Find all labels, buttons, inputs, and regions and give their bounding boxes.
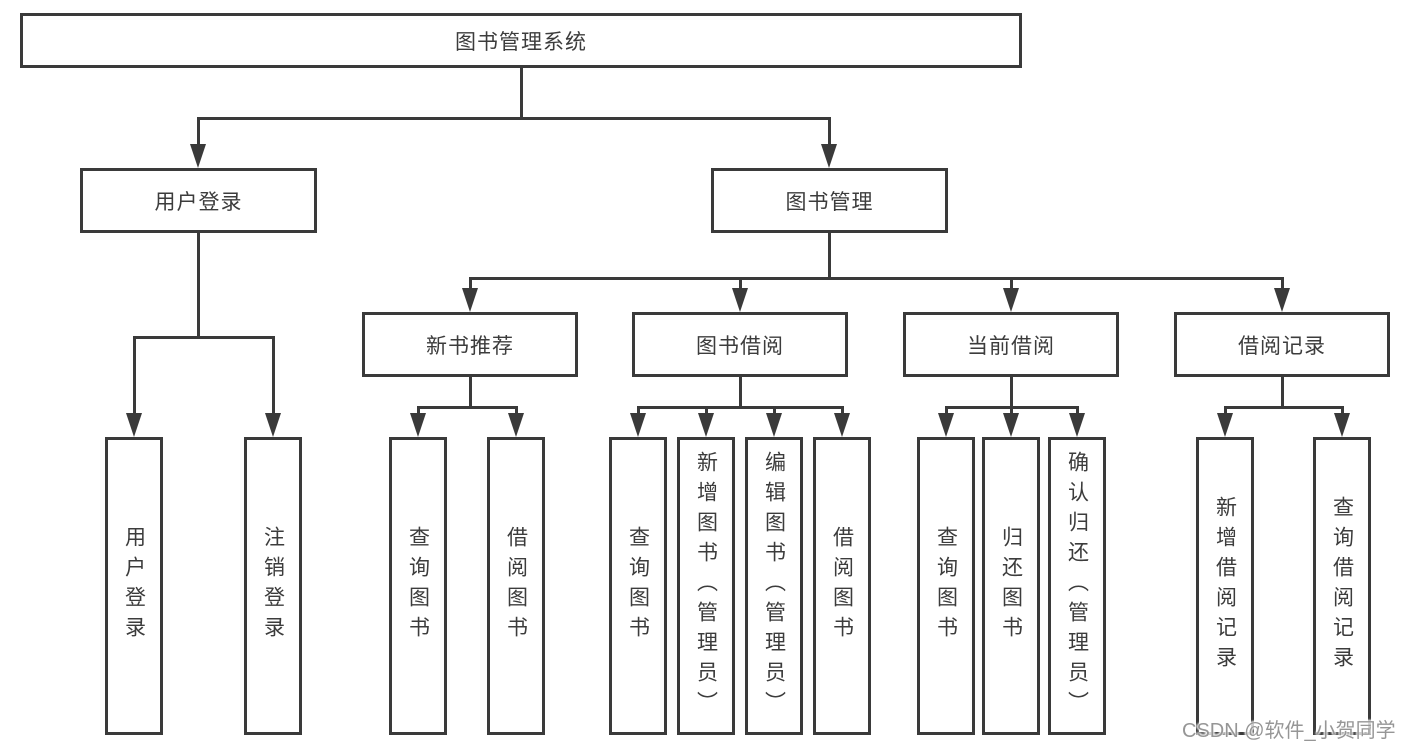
node-current-borrow-label: 当前借阅 <box>967 334 1055 358</box>
node-book-management: 图书管理 <box>711 168 948 233</box>
connector-root-hline <box>197 117 831 120</box>
arrowhead-query-books-recommend-icon <box>410 413 426 437</box>
leaf-add-book-admin-label: 新增图书（管理员） <box>694 451 718 721</box>
connector-root-vline <box>520 68 523 120</box>
connector-bookmgmt-stem-2 <box>739 277 742 291</box>
connector-current-stem-1 <box>945 406 948 416</box>
arrowhead-borrow-books-2-icon <box>834 413 850 437</box>
arrowhead-add-borrow-record-icon <box>1217 413 1233 437</box>
arrowhead-return-book-icon <box>1003 413 1019 437</box>
connector-records-stem-2 <box>1341 406 1344 416</box>
leaf-confirm-return-admin-label: 确认归还（管理员） <box>1065 451 1089 721</box>
connector-bookmgmt-stem-3 <box>1010 277 1013 291</box>
leaf-query-books-borrow-label: 查询图书 <box>626 526 650 646</box>
connector-borrow-vline <box>739 377 742 409</box>
node-new-book-recommend: 新书推荐 <box>362 312 578 377</box>
arrowhead-book-borrow-icon <box>732 288 748 312</box>
leaf-query-borrow-record: 查询借阅记录 <box>1313 437 1371 735</box>
connector-borrow-stem-2 <box>705 406 708 416</box>
arrowhead-leaf-user-login-icon <box>126 413 142 437</box>
arrowhead-confirm-return-admin-icon <box>1069 413 1085 437</box>
connector-recommend-stem-1 <box>417 406 420 416</box>
connector-recommend-vline <box>469 377 472 409</box>
connector-bookmgmt-vline <box>828 233 831 280</box>
connector-recommend-hline <box>418 406 518 409</box>
node-new-book-recommend-label: 新书推荐 <box>426 334 514 358</box>
arrowhead-current-borrow-icon <box>1003 288 1019 312</box>
node-current-borrow: 当前借阅 <box>903 312 1119 377</box>
leaf-query-books-current-label: 查询图书 <box>934 526 958 646</box>
connector-userlogin-vline <box>197 233 200 339</box>
connector-userlogin-stem-1 <box>133 336 136 415</box>
leaf-logout-label: 注销登录 <box>261 526 285 646</box>
connector-recommend-stem-2 <box>515 406 518 416</box>
leaf-query-books-recommend-label: 查询图书 <box>406 526 430 646</box>
arrowhead-query-borrow-record-icon <box>1334 413 1350 437</box>
connector-root-stem-left <box>197 117 200 147</box>
node-root: 图书管理系统 <box>20 13 1022 68</box>
node-book-borrow: 图书借阅 <box>632 312 848 377</box>
leaf-add-borrow-record: 新增借阅记录 <box>1196 437 1254 735</box>
connector-bookmgmt-stem-4 <box>1281 277 1284 291</box>
connector-records-stem-1 <box>1224 406 1227 416</box>
connector-borrow-stem-4 <box>841 406 844 416</box>
leaf-return-book-label: 归还图书 <box>999 526 1023 646</box>
connector-records-hline <box>1225 406 1344 409</box>
node-user-login-label: 用户登录 <box>154 190 243 214</box>
leaf-user-login: 用户登录 <box>105 437 163 735</box>
leaf-edit-book-admin: 编辑图书（管理员） <box>745 437 803 735</box>
node-book-management-label: 图书管理 <box>785 190 874 214</box>
leaf-borrow-books-recommend-label: 借阅图书 <box>504 526 528 646</box>
connector-bookmgmt-stem-1 <box>469 277 472 291</box>
arrowhead-add-book-admin-icon <box>698 413 714 437</box>
node-root-label: 图书管理系统 <box>455 30 587 54</box>
connector-borrow-stem-3 <box>773 406 776 416</box>
leaf-borrow-books-2-label: 借阅图书 <box>830 526 854 646</box>
leaf-edit-book-admin-label: 编辑图书（管理员） <box>762 451 786 721</box>
connector-borrow-hline <box>638 406 844 409</box>
connector-bookmgmt-hline <box>470 277 1283 280</box>
arrowhead-query-books-borrow-icon <box>630 413 646 437</box>
connector-userlogin-hline <box>134 336 275 339</box>
leaf-add-borrow-record-label: 新增借阅记录 <box>1213 496 1237 676</box>
leaf-confirm-return-admin: 确认归还（管理员） <box>1048 437 1106 735</box>
node-borrow-records: 借阅记录 <box>1174 312 1390 377</box>
connector-userlogin-stem-2 <box>272 336 275 415</box>
node-book-borrow-label: 图书借阅 <box>696 334 784 358</box>
connector-records-vline <box>1281 377 1284 409</box>
node-user-login: 用户登录 <box>80 168 317 233</box>
leaf-add-book-admin: 新增图书（管理员） <box>677 437 735 735</box>
leaf-query-books-current: 查询图书 <box>917 437 975 735</box>
arrowhead-user-login-icon <box>190 144 206 168</box>
leaf-query-books-borrow: 查询图书 <box>609 437 667 735</box>
arrowhead-borrow-books-recommend-icon <box>508 413 524 437</box>
arrowhead-book-management-icon <box>821 144 837 168</box>
leaf-logout: 注销登录 <box>244 437 302 735</box>
leaf-query-borrow-record-label: 查询借阅记录 <box>1330 496 1354 676</box>
connector-current-vline <box>1010 377 1013 409</box>
arrowhead-leaf-logout-icon <box>265 413 281 437</box>
arrowhead-edit-book-admin-icon <box>766 413 782 437</box>
connector-root-stem-right <box>828 117 831 147</box>
leaf-return-book: 归还图书 <box>982 437 1040 735</box>
leaf-user-login-label: 用户登录 <box>122 526 146 646</box>
connector-borrow-stem-1 <box>637 406 640 416</box>
arrowhead-borrow-records-icon <box>1274 288 1290 312</box>
arrowhead-new-book-recommend-icon <box>462 288 478 312</box>
connector-current-stem-3 <box>1076 406 1079 416</box>
arrowhead-query-books-current-icon <box>938 413 954 437</box>
connector-current-stem-2 <box>1010 406 1013 416</box>
node-borrow-records-label: 借阅记录 <box>1238 334 1326 358</box>
leaf-borrow-books-2: 借阅图书 <box>813 437 871 735</box>
leaf-query-books-recommend: 查询图书 <box>389 437 447 735</box>
csdn-watermark: CSDN @软件_小贺同学 <box>1182 720 1396 742</box>
leaf-borrow-books-recommend: 借阅图书 <box>487 437 545 735</box>
